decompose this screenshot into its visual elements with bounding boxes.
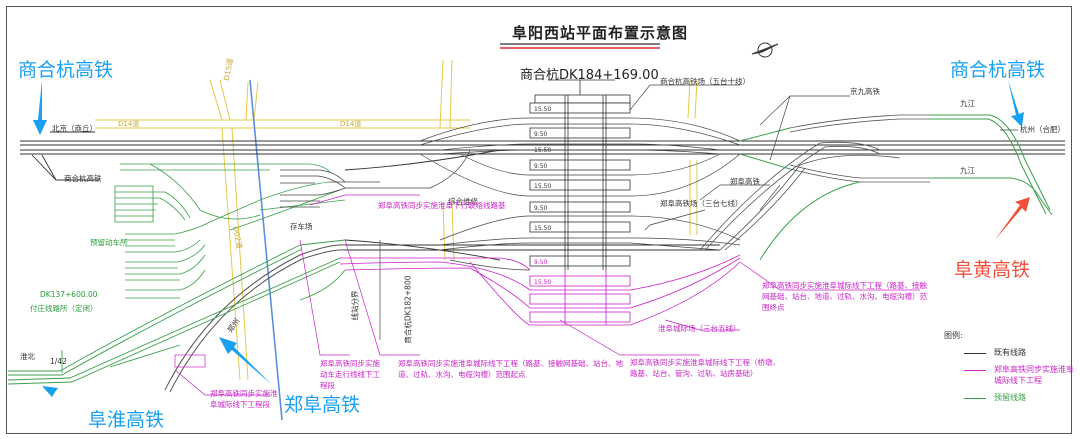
mileage-label: 商合杭DK184+169.00 <box>520 68 659 83</box>
annotation-zhengfu: 郑阜高铁 <box>284 394 361 416</box>
legend-label: 既有线路 <box>994 348 1026 357</box>
road-label-d14b: D14道 <box>340 119 361 128</box>
label-shanghehang-rail: 商合杭高铁 <box>64 174 102 183</box>
label-jiujiang-top: 九江 <box>960 99 975 108</box>
label-reserved-emu: 预留动车所 <box>90 238 128 247</box>
label-zhengfu-yard: 郑阜高铁场（三台七线） <box>660 199 743 208</box>
label-huaifu-yard: 淮阜城际场（三台五线） <box>658 324 741 333</box>
label-boundary-1: 线站分界 <box>350 290 360 321</box>
note-text: 郑阜高铁同步实施淮阜城际线下工程段 <box>210 389 278 409</box>
station-tracks <box>419 117 741 271</box>
label-huaibei: 淮北 <box>20 352 35 361</box>
zhengfu-rail <box>164 244 346 393</box>
legend-label: 郑阜高铁同步实施淮阜城际线下工程 <box>994 365 1074 385</box>
fuhuai-rail <box>7 239 346 385</box>
platform-value: 15.50 <box>534 279 552 286</box>
magenta-leaders <box>174 194 920 396</box>
platform-value: 9.50 <box>534 131 548 138</box>
label-jingjiu-rail: 京九高铁 <box>850 87 880 96</box>
note-text: 郑阜高铁同步实施淮阜下行联络线路基 <box>378 201 506 210</box>
platform-value: 15.50 <box>534 106 552 113</box>
legend: 图例: 既有线路 郑阜高铁同步实施淮阜城际线下工程 预留线路 <box>944 330 1074 403</box>
annotation-fuhuang: 阜黄高铁 <box>954 259 1031 281</box>
note-text: 郑阜高铁同步实施淮阜城际线下工程（桥墩、路基、站台、管沟、过轨、站房基础） <box>630 358 780 378</box>
arrow-fuhuang-icon <box>995 197 1030 240</box>
label-fuzhuang-km: DK137+600.00 <box>40 290 98 299</box>
note-huaifu-link: 郑阜高铁同步实施淮阜下行联络线路基 <box>378 200 506 211</box>
storage-yard <box>280 149 471 208</box>
page-title: 阜阳西站平面布置示意图 <box>512 24 689 42</box>
platform-value: 15.50 <box>534 183 552 190</box>
note-range-start: 郑阜高铁同步实施淮阜城际线下工程（路基、接触网基础、站台、地道、过轨、水沟、电缆… <box>398 358 628 380</box>
arrow-zhengfu-icon <box>219 337 272 385</box>
legend-item-magenta: 郑阜高铁同步实施淮阜城际线下工程 <box>944 364 1074 386</box>
jingjiu-rail <box>699 114 930 251</box>
existing-mainline <box>20 131 1065 261</box>
note-range-end: 郑阜高铁同步实施淮阜城际线下工程（路基、接触网基础、站台、地道、过轨、水沟、电缆… <box>762 280 932 313</box>
note-station-works: 郑阜高铁同步实施淮阜城际线下工程（桥墩、路基、站台、管沟、过轨、站房基础） <box>630 357 780 379</box>
reserved-emu-yard <box>114 163 346 299</box>
platform-value: 9.50 <box>534 205 548 212</box>
platform-value: 15.50 <box>534 225 552 232</box>
arrow-down-left-icon <box>33 80 47 135</box>
legend-swatch <box>964 398 986 399</box>
reserved-lines-east <box>739 114 1053 261</box>
label-storage-yard: 存车场 <box>290 222 313 231</box>
note-text: 郑阜高铁同步实施淮阜城际线下工程（路基、接触网基础、站台、地道、过轨、水沟、电缆… <box>398 359 623 379</box>
note-text: 郑阜高铁同步实施淮阜城际线下工程（路基、接触网基础、站台、地道、过轨、水沟、电缆… <box>762 281 927 312</box>
label-zhengfu-rail: 郑阜高铁 <box>730 177 760 186</box>
arrow-fuhuai-icon <box>42 386 80 410</box>
compass-icon <box>751 42 779 58</box>
arrow-down-right-icon <box>1008 80 1024 127</box>
label-fuzhuang-station: 付庄线路所（定闭） <box>30 304 98 313</box>
label-boundary-2: 商合杭DK182+800 <box>403 275 413 344</box>
station-tracks-magenta <box>339 254 741 326</box>
platform-value: 15.50 <box>534 147 552 154</box>
legend-title: 图例: <box>944 331 963 340</box>
station-platforms <box>529 94 631 267</box>
legend-item-reserved: 预留线路 <box>944 392 1074 403</box>
label-gradient: 1/42 <box>50 357 67 366</box>
label-maintenance: 综合维修 <box>448 197 478 206</box>
label-jiujiang-bottom: 九江 <box>960 166 975 175</box>
note-huaifu-section: 郑阜高铁同步实施淮阜城际线下工程段 <box>210 388 280 410</box>
annotation-fuhuai: 阜淮高铁 <box>88 409 165 431</box>
note-emu-track: 郑阜高铁同步实施动车走行线线下工程段 <box>320 358 380 391</box>
legend-item-existing: 既有线路 <box>944 347 1074 358</box>
black-leaders <box>379 84 1018 340</box>
legend-swatch <box>964 353 986 354</box>
platform-value: 9.50 <box>534 259 548 266</box>
annotation-arrows <box>33 80 1030 410</box>
annotation-shanghehang-left: 商合杭高铁 <box>18 59 114 81</box>
river-line <box>249 79 283 421</box>
label-hangzhou: 杭州（合肥） <box>1020 125 1065 134</box>
diagram-frame <box>6 6 1072 434</box>
label-beijing: 北京（商丘） <box>52 124 97 133</box>
platform-value: 9.50 <box>534 163 548 170</box>
station-platforms-magenta <box>529 275 631 323</box>
note-text: 郑阜高铁同步实施动车走行线线下工程段 <box>320 359 380 390</box>
label-shanghehang-yard: 商合杭高铁场（五台十线） <box>660 77 750 86</box>
legend-label: 预留线路 <box>994 393 1026 402</box>
legend-swatch <box>964 370 986 371</box>
road-label-d14: D14道 <box>118 119 139 128</box>
station-overpass-magenta <box>564 270 607 325</box>
annotation-shanghehang-right: 商合杭高铁 <box>950 59 1046 81</box>
